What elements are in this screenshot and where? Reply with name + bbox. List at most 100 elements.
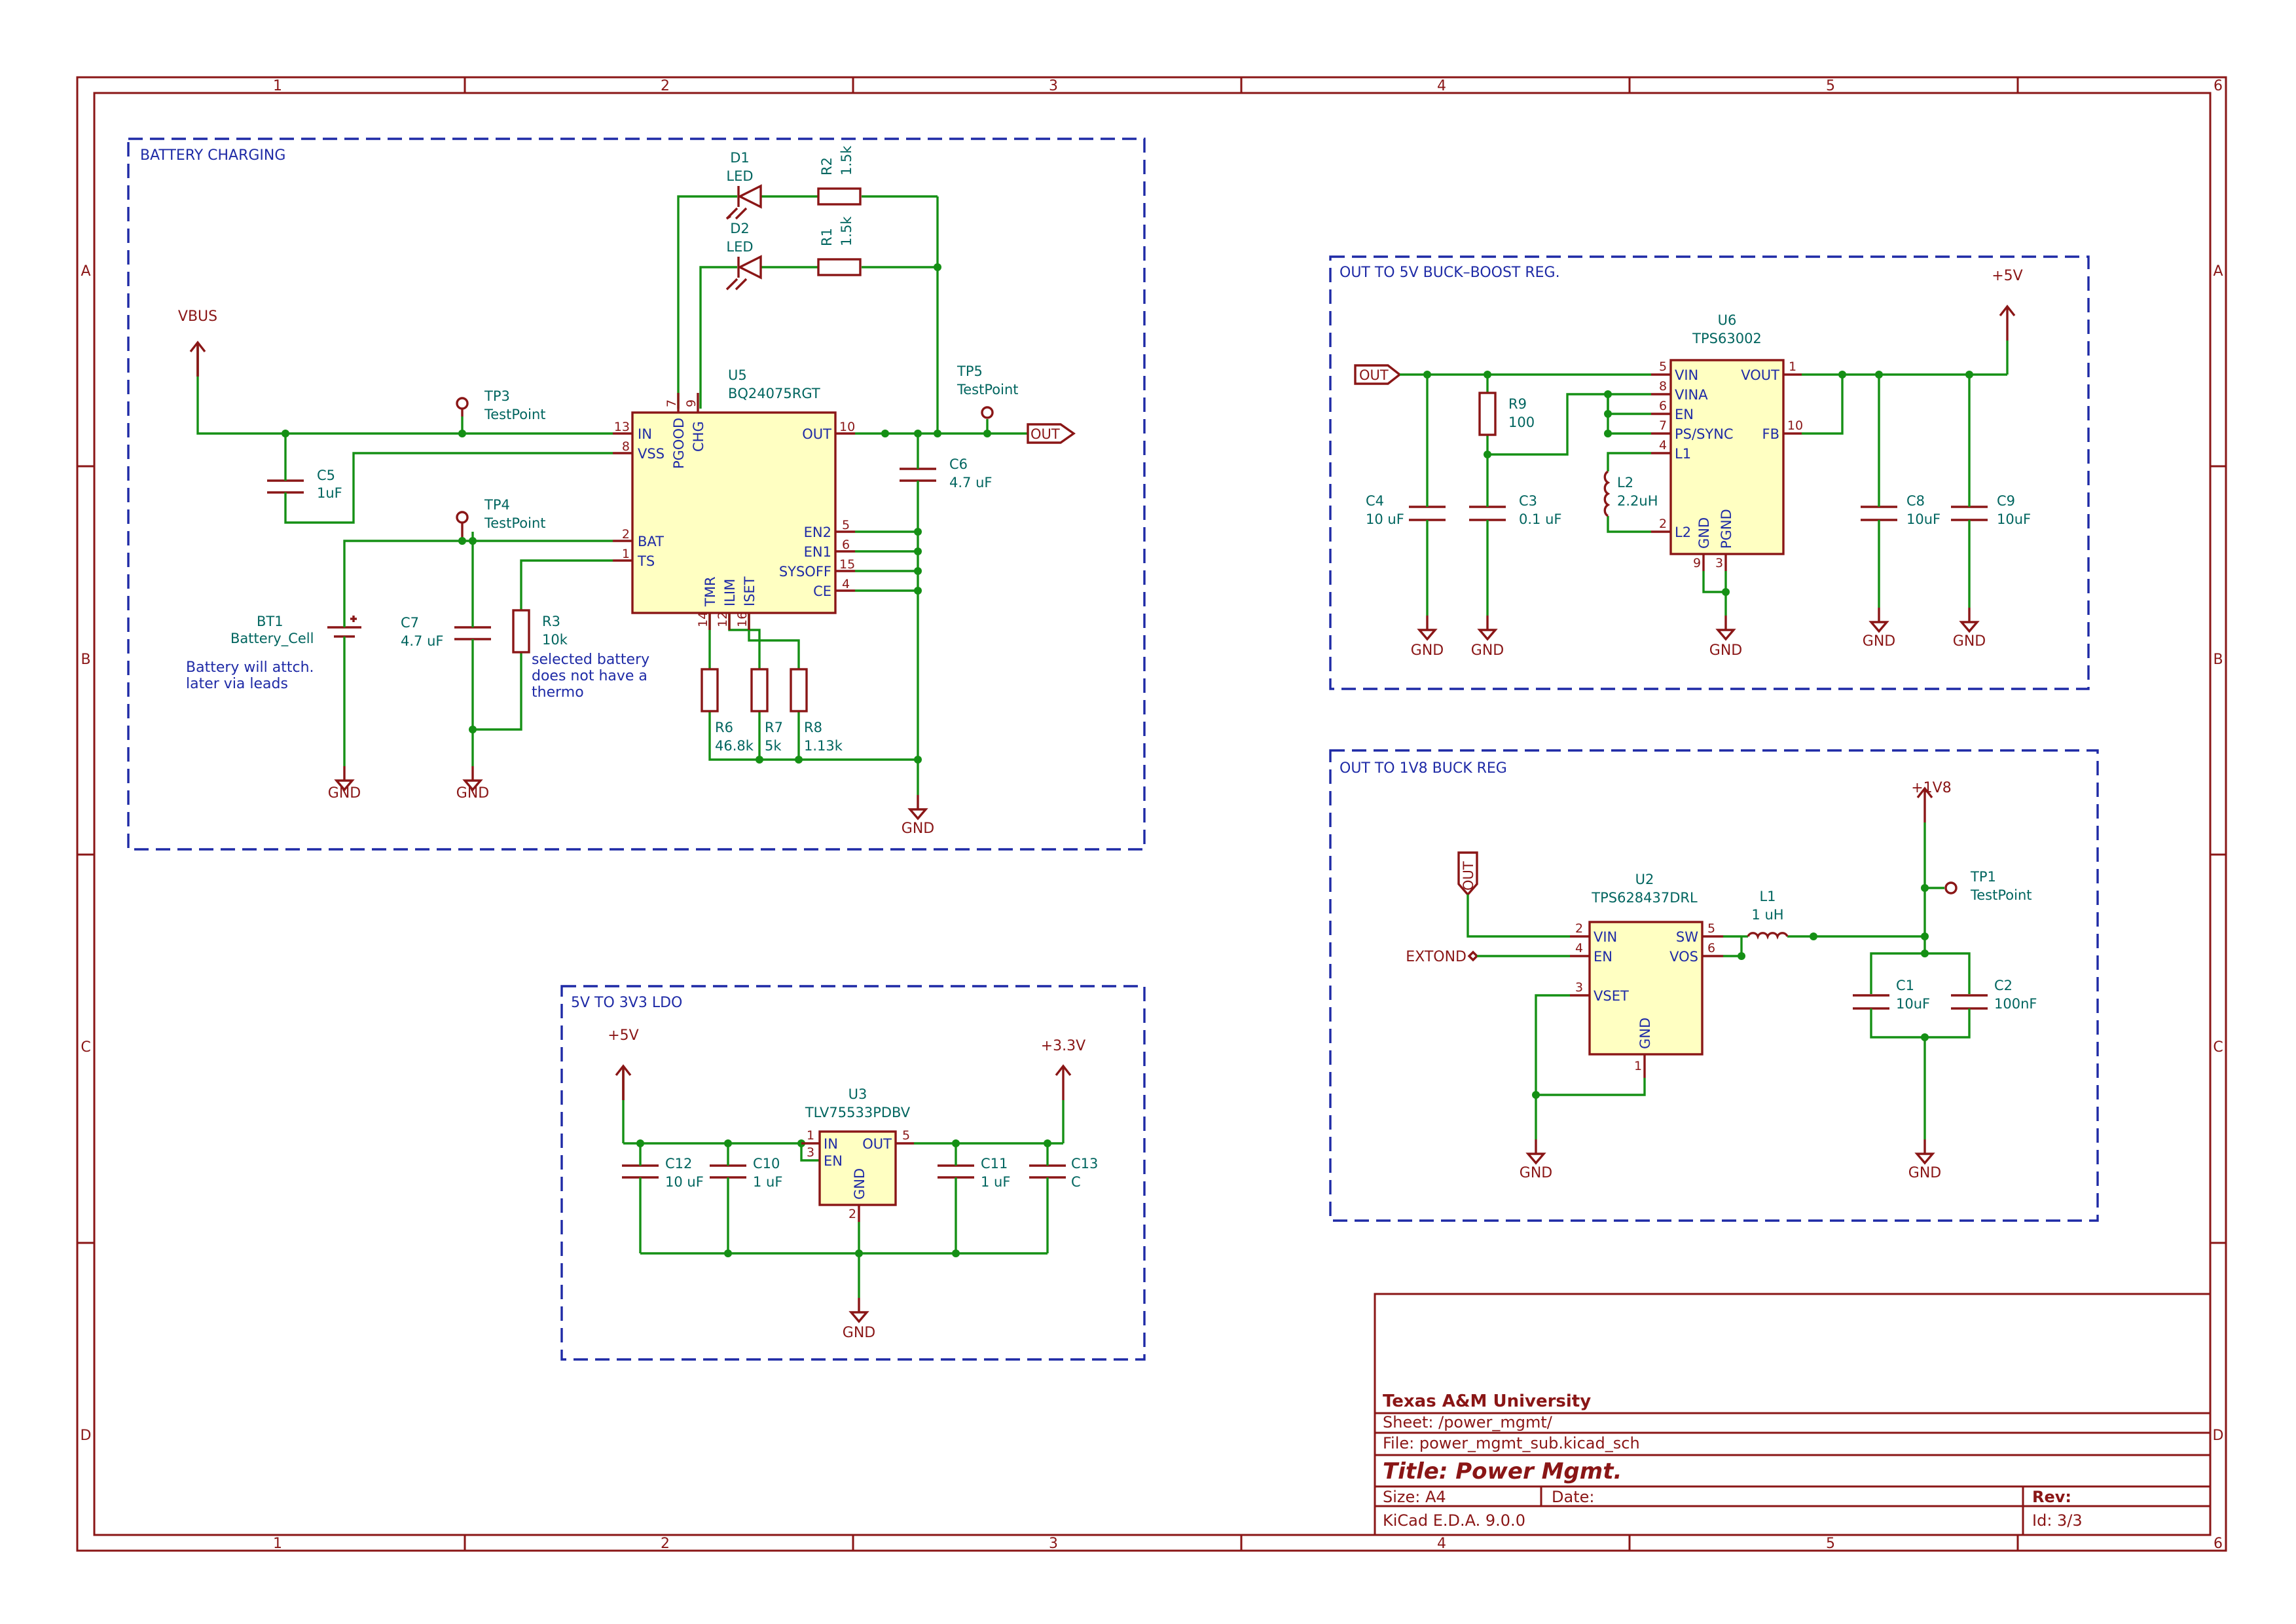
bt1-ref: BT1 [257,614,283,629]
u5-pin-out: OUT [802,426,831,442]
u6-pinnum-gnd: 9 [1693,556,1701,570]
u2-pinnum-vin: 2 [1575,921,1583,936]
frame-col-2-top: 2 [661,78,670,94]
u5-charger-ic: U5 BQ24075RGT IN VSS BAT TS OUT EN2 EN1 … [613,367,855,630]
gnd-u5: GND [902,794,934,837]
c9-value: 10uF [1997,511,2031,527]
u6-pin-pgnd: PGND [1719,509,1734,549]
u5-pin-iset: ISET [742,576,757,606]
c9-capacitor: C9 10uF [1951,493,2031,527]
plus5v-power-symbol-b: +5V [608,1027,639,1101]
c4-value: 10 uF [1366,511,1404,527]
svg-text:GND: GND [456,785,489,802]
svg-text:GND: GND [1863,633,1895,650]
u5-pinnum-sysoff: 15 [839,557,855,572]
u6-pinnum-l2: 2 [1659,517,1667,531]
u6-pin-fb: FB [1762,426,1780,442]
u6-pin-l1: L1 [1675,446,1691,462]
c6-capacitor: C6 4.7 uF [900,456,992,490]
u5-pinnum-bat: 2 [622,527,630,542]
r1-value: 1.5k [839,216,854,246]
r9-value: 100 [1508,415,1535,430]
c6-ref: C6 [949,456,968,472]
gnd-c9: GND [1953,606,1986,650]
tp5-testpoint: TP5 TestPoint [957,363,1019,419]
r7-ref: R7 [765,720,783,735]
u5-pinnum-out: 10 [839,420,855,434]
gnd-u6: GND [1709,614,1742,659]
svg-text:GND: GND [1411,642,1444,659]
r9-ref: R9 [1508,396,1527,412]
u6-pinnum-pgnd: 3 [1715,556,1723,570]
u6-pinnum-fb: 10 [1787,418,1803,433]
r3-value: 10k [542,632,568,648]
u2-pin-vos: VOS [1669,949,1698,965]
u2-pinnum-en: 4 [1575,941,1583,955]
frame-row-c-right: C [2213,1039,2223,1056]
svg-text:GND: GND [902,821,934,837]
tp3-testpoint: TP3 TestPoint [456,388,546,422]
r2-value: 1.5k [839,145,854,175]
c7-ref: C7 [401,615,419,631]
u6-pinnum-vina: 8 [1659,379,1667,394]
d2-ref: D2 [730,221,750,236]
u6-pin-en: EN [1675,407,1694,422]
battery-charging-section [127,138,1146,851]
frame-row-d-right: D [2213,1428,2224,1444]
u2-pin-sw: SW [1676,929,1698,945]
u5-pinnum-ts: 1 [622,547,630,561]
c4-ref: C4 [1366,493,1384,509]
frame-row-b-right: B [2213,652,2223,668]
u5-pinnum-in: 13 [614,420,630,434]
r7-value: 5k [765,738,782,754]
c8-capacitor: C8 10uF [1861,493,1941,527]
l1-value: 1 uH [1751,907,1783,923]
r9-resistor: R9 100 [1478,392,1535,436]
c12-value: 10 uF [665,1174,704,1190]
title-block-size: Size: A4 [1383,1488,1446,1506]
c3-capacitor: C3 0.1 uF [1469,493,1561,527]
bt1-battery: BT1 Battery_Cell Battery will attch. lat… [186,613,361,692]
u5-ref: U5 [728,367,747,383]
buck-section [1329,749,2099,1222]
u5-pin-sysoff: SYSOFF [779,564,831,580]
tp3-value: TestPoint [484,407,546,422]
c3-ref: C3 [1519,493,1537,509]
svg-text:GND: GND [1471,642,1504,659]
c6-value: 4.7 uF [949,475,992,490]
u6-pinnum-ps: 7 [1659,418,1667,433]
u3-ref: U3 [848,1086,867,1102]
c2-value: 100nF [1994,996,2037,1012]
u6-pin-vina: VINA [1675,387,1708,403]
c7-capacitor: C7 4.7 uF [401,615,491,655]
u5-pinnum-en2: 5 [842,518,850,532]
l2-ref: L2 [1617,475,1633,490]
c13-value: C [1071,1174,1081,1190]
u5-pinnum-pgood: 7 [665,399,679,407]
r6-value: 46.8k [715,738,754,754]
tp5-ref: TP5 [957,363,983,379]
out-label-u6: OUT [1354,364,1402,385]
tp1-value: TestPoint [1970,887,2032,903]
u6-pin-ps: PS/SYNC [1675,426,1734,442]
c10-value: 1 uF [753,1174,782,1190]
vbus-power-symbol: VBUS [178,308,217,378]
u3-pinnum-out: 5 [902,1128,910,1143]
svg-text:+5V: +5V [608,1027,638,1044]
u3-pinnum-in: 1 [807,1128,814,1143]
gnd-u2: GND [1520,1138,1552,1181]
d1-led: D1 LED [725,150,762,220]
d1-ref: D1 [730,150,750,166]
u5-pin-pgood: PGOOD [671,418,687,469]
svg-text:OUT: OUT [1461,861,1476,891]
r8-ref: R8 [804,720,822,735]
c1-capacitor: C1 10uF [1853,978,1930,1023]
r7-resistor: R7 5k [750,668,783,754]
ldo-circuit: U3 TLV75533PDBV IN EN OUT GND 1 3 5 2 C1… [608,1027,1098,1341]
frame-col-6-bottom: 6 [2214,1536,2223,1552]
c7-value: 4.7 uF [401,633,443,649]
frame-column-ticks [464,77,2019,1551]
frame-row-b-left: B [81,652,90,668]
c4-capacitor: C4 10 uF [1366,493,1446,527]
r2-resistor: R2 1.5k [817,145,862,206]
